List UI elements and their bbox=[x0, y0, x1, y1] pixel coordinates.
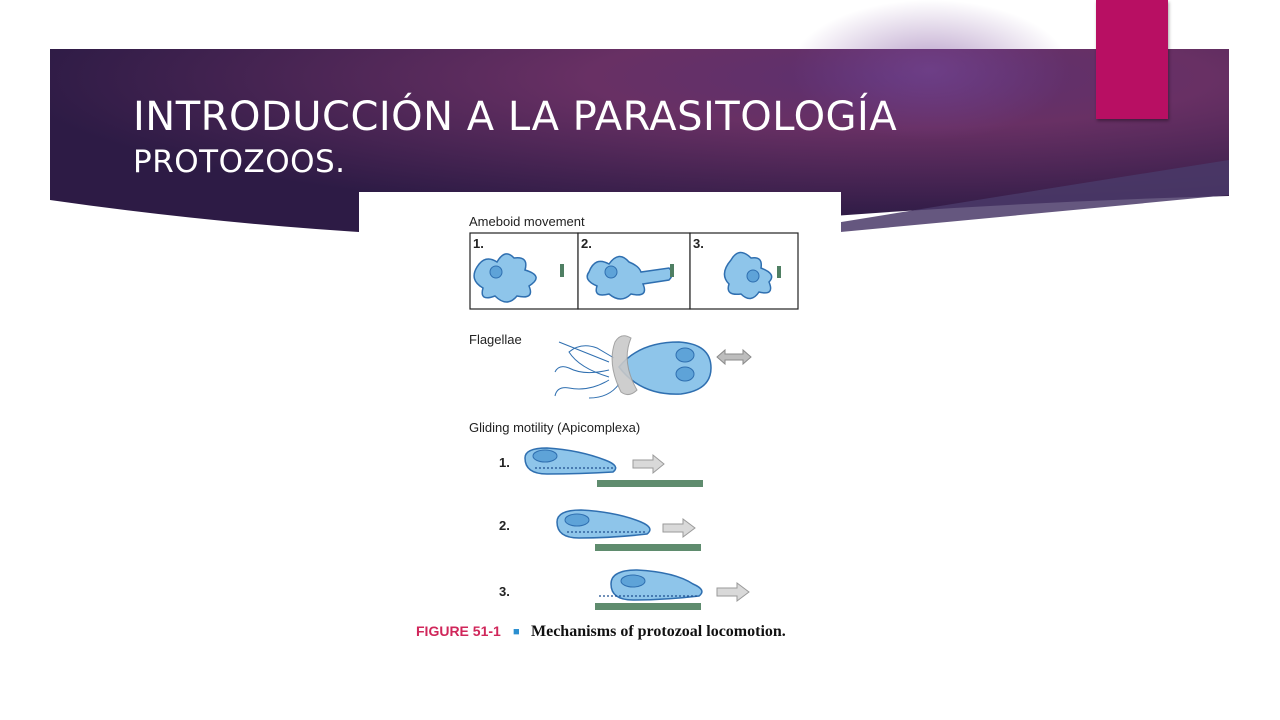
food-particle-1 bbox=[560, 264, 564, 277]
arrow-right-icon-3 bbox=[716, 582, 750, 602]
flagellate-diagram bbox=[554, 335, 752, 399]
title-line-1: INTRODUCCIÓN A LA PARASITOLOGÍA bbox=[133, 94, 898, 140]
slide-title: INTRODUCCIÓN A LA PARASITOLOGÍA PROTOZOO… bbox=[133, 93, 1083, 183]
flagellate-nucleus-2 bbox=[675, 366, 695, 382]
caption-number: FIGURE 51-1 bbox=[416, 623, 501, 639]
gliding-step-3: 3. bbox=[499, 584, 510, 599]
food-particle-2 bbox=[670, 264, 674, 277]
substrate-2 bbox=[595, 544, 701, 551]
food-particle-3 bbox=[777, 266, 781, 278]
gliding-label: Gliding motility (Apicomplexa) bbox=[469, 420, 640, 435]
ameboid-step-3: 3. bbox=[693, 236, 704, 251]
flagellae-label: Flagellae bbox=[469, 332, 522, 347]
flagellate-nucleus-1 bbox=[675, 347, 695, 363]
caption-bullet: ■ bbox=[513, 626, 520, 638]
arrow-right-icon-2 bbox=[662, 518, 696, 538]
arrow-right-icon-1 bbox=[632, 453, 665, 475]
double-arrow-icon bbox=[716, 348, 752, 366]
caption-text: Mechanisms of protozoal locomotion. bbox=[531, 623, 786, 640]
gliding-diagram: 1. 2. 3. bbox=[499, 447, 750, 610]
substrate-3 bbox=[595, 603, 701, 610]
ameboid-step-2: 2. bbox=[581, 236, 592, 251]
accent-tab bbox=[1096, 0, 1168, 119]
amoeba-cell-1 bbox=[473, 253, 537, 303]
ameboid-label: Ameboid movement bbox=[469, 214, 585, 229]
amoeba-nucleus-1 bbox=[489, 265, 503, 279]
figure-caption: FIGURE 51-1 ■ Mechanisms of protozoal lo… bbox=[416, 623, 786, 640]
title-line-2: PROTOZOOS. bbox=[133, 144, 346, 180]
ameboid-step-1: 1. bbox=[473, 236, 484, 251]
figure-panel: Ameboid movement 1. 2. 3. Flagellae bbox=[359, 192, 841, 652]
substrate-1 bbox=[597, 480, 703, 487]
gliding-step-2: 2. bbox=[499, 518, 510, 533]
undulating-band bbox=[611, 335, 638, 396]
locomotion-figure: Ameboid movement 1. 2. 3. Flagellae bbox=[416, 214, 799, 640]
amoeba-nucleus-2 bbox=[604, 265, 618, 279]
gliding-step-1: 1. bbox=[499, 455, 510, 470]
amoeba-nucleus-3 bbox=[746, 269, 760, 283]
ameboid-panels: 1. 2. 3. bbox=[469, 232, 799, 310]
